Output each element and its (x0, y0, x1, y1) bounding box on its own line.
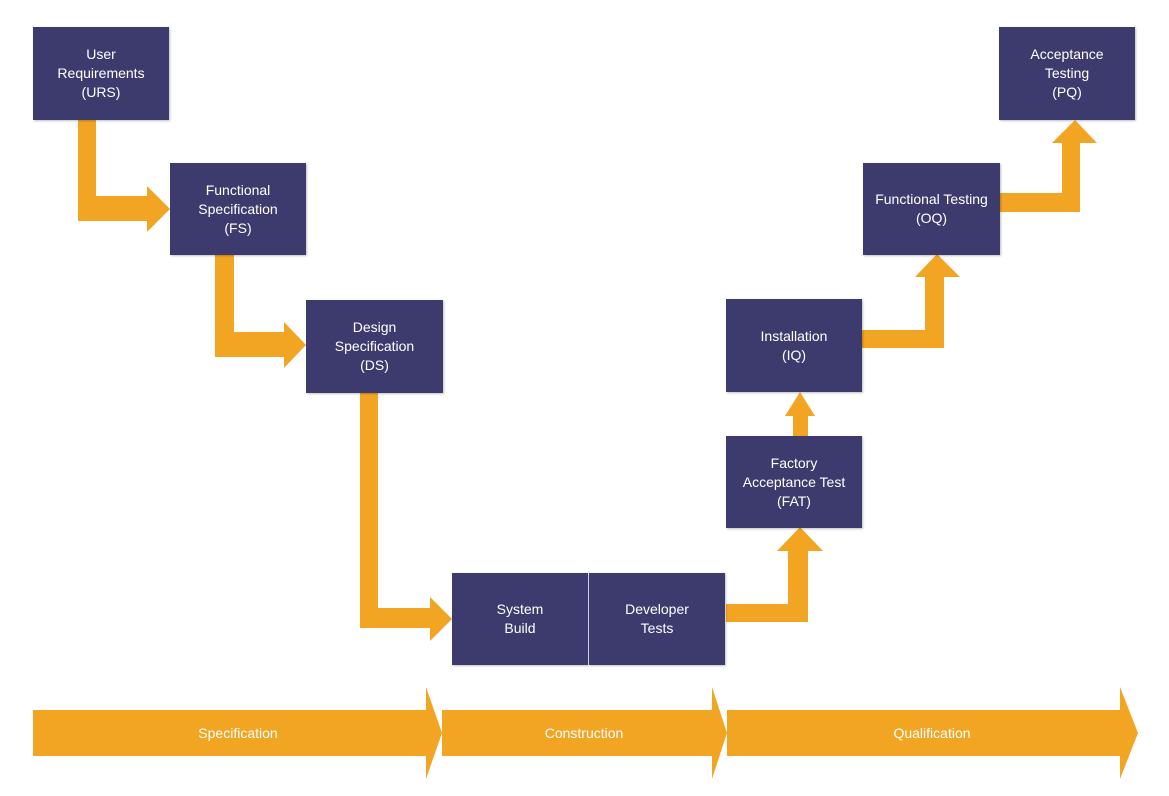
arrow-iq-to-oq (862, 254, 960, 348)
oq-line-1: Functional Testing (875, 191, 988, 207)
pq-line-3: (PQ) (1052, 84, 1082, 100)
functional-testing-box: Functional Testing (OQ) (863, 163, 1000, 255)
acceptance-testing-box: Acceptance Testing (PQ) (999, 27, 1135, 120)
arrow-fs-to-ds (215, 255, 306, 368)
arrow-oq-to-pq (1000, 120, 1097, 212)
phase-arrow-construction (442, 687, 727, 779)
user-requirements-box: User Requirements (URS) (33, 27, 169, 120)
developer-tests-box: Developer Tests (589, 573, 725, 665)
fat-line-2: Acceptance Test (742, 473, 846, 490)
pq-line-2: Testing (1044, 65, 1090, 81)
phase-label-specification: Specification (198, 725, 278, 741)
phase-label-construction: Construction (544, 725, 624, 741)
design-specification-box: Design Specification (DS) (306, 300, 443, 393)
arrow-urs-to-fs (78, 120, 170, 232)
system-build-box: System Build (452, 573, 588, 665)
phase-arrow-specification (33, 687, 442, 779)
fs-line-3: (FS) (224, 219, 252, 236)
fat-line-1: Factory (770, 454, 818, 471)
functional-specification-box: Functional Specification (FS) (170, 163, 306, 255)
arrow-ds-to-system-build (360, 393, 452, 641)
developer-tests-line-2: Tests (640, 620, 674, 636)
factory-acceptance-test-box: Factory Acceptance Test (FAT) (726, 436, 862, 528)
installation-box: Installation (IQ) (726, 299, 862, 392)
pq-line-1: Acceptance (1030, 46, 1104, 62)
phase-arrow-qualification (727, 687, 1138, 779)
fat-line-3: (FAT) (777, 492, 811, 509)
phase-label-qualification: Qualification (893, 725, 971, 741)
system-build-line-2: Build (504, 620, 536, 636)
oq-line-2: (OQ) (915, 210, 948, 226)
fs-line-2: Specification (198, 200, 278, 217)
ds-line-3: (DS) (360, 357, 389, 373)
arrow-devtests-to-fat (726, 527, 823, 622)
urs-line-1: User (86, 46, 116, 62)
fs-line-1: Functional (205, 181, 271, 198)
developer-tests-line-1: Developer (625, 601, 689, 617)
urs-line-2: Requirements (57, 65, 145, 81)
system-build-line-1: System (496, 601, 544, 617)
urs-line-3: (URS) (81, 84, 121, 100)
arrow-fat-to-iq (785, 392, 815, 436)
iq-line-2: (IQ) (781, 346, 807, 363)
ds-line-1: Design (352, 319, 397, 335)
iq-line-1: Installation (760, 327, 828, 344)
ds-line-2: Specification (334, 338, 415, 354)
